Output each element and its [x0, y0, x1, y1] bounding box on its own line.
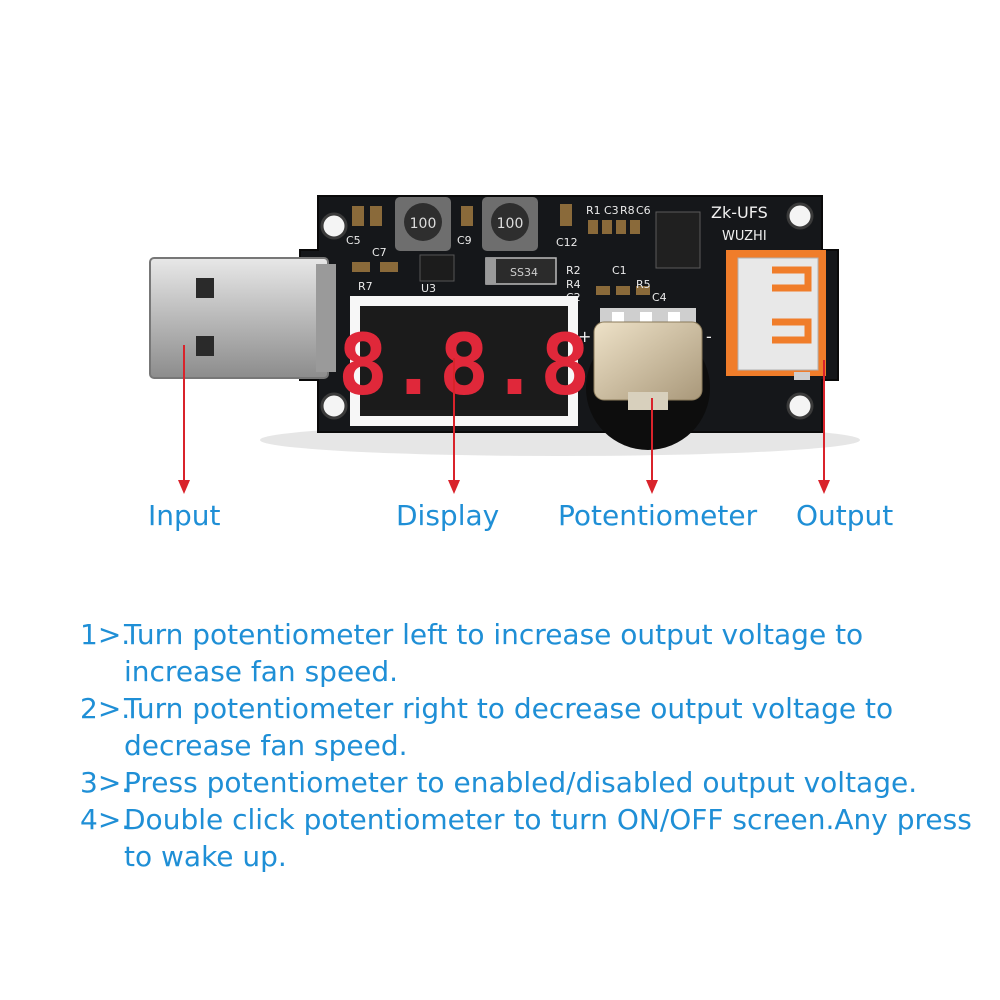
inductor-marking: 100 [497, 216, 524, 232]
svg-text:C4: C4 [652, 291, 667, 304]
regulator-chip [419, 254, 455, 282]
inductor-1: 100 [395, 197, 451, 251]
instruction-text: Press potentiometer to enabled/disabled … [124, 766, 918, 799]
silk-brand: WUZHI [722, 229, 767, 244]
label-potentiometer: Potentiometer [558, 499, 758, 532]
instruction-text: Turn potentiometer right to decrease out… [124, 692, 894, 762]
svg-text:C9: C9 [457, 234, 472, 247]
svg-text:C1: C1 [612, 264, 627, 277]
pot-minus-label: - [706, 327, 712, 346]
instruction-item: 3>. Press potentiometer to enabled/disab… [80, 764, 980, 801]
instruction-number: 2>. [80, 692, 131, 725]
svg-text:R2: R2 [566, 264, 581, 277]
svg-text:C6: C6 [636, 204, 651, 217]
silk-title: Zk-UFS [711, 203, 768, 222]
diode-ss34: SS34 [485, 257, 557, 285]
svg-text:R7: R7 [358, 280, 373, 293]
instruction-item: 2>. Turn potentiometer right to decrease… [80, 690, 980, 764]
pot-plus-label: + [578, 327, 591, 346]
instruction-number: 3>. [80, 766, 131, 799]
svg-text:R8: R8 [620, 204, 635, 217]
usb-output-port [726, 250, 826, 380]
arrow-input [178, 345, 190, 494]
instruction-item: 1>. Turn potentiometer left to increase … [80, 616, 980, 690]
instruction-text: Turn potentiometer left to increase outp… [124, 618, 864, 688]
arrow-display [448, 358, 460, 494]
svg-text:C3: C3 [604, 204, 619, 217]
svg-text:C12: C12 [556, 236, 578, 249]
svg-text:R1: R1 [586, 204, 601, 217]
svg-text:C5: C5 [346, 234, 361, 247]
label-input: Input [148, 499, 221, 532]
instructions-list: 1>. Turn potentiometer left to increase … [80, 616, 980, 875]
arrow-output [818, 360, 830, 494]
usb-input-plug [149, 257, 336, 379]
instruction-item: 4>. Double click potentiometer to turn O… [80, 801, 980, 875]
display-digits: 8.8.8 [338, 316, 591, 414]
component-labels: C5 C7 C9 C12 R7 U3 R1 C3 R8 C6 R2 C1 R4 … [346, 204, 667, 304]
arrow-potentiometer [646, 398, 658, 494]
inductor-2: 100 [482, 197, 538, 251]
potentiometer: + - [578, 308, 712, 450]
svg-text:R4: R4 [566, 278, 581, 291]
controller-chip [655, 211, 701, 269]
instruction-number: 4>. [80, 803, 131, 836]
led-display: 8.8.8 [338, 296, 591, 426]
svg-text:U3: U3 [421, 282, 436, 295]
smd-components [352, 204, 650, 295]
label-output: Output [796, 499, 894, 532]
label-display: Display [396, 499, 500, 532]
callout-arrows [178, 345, 830, 494]
instruction-text: Double click potentiometer to turn ON/OF… [124, 803, 972, 873]
mounting-holes [320, 202, 814, 420]
svg-text:R5: R5 [636, 278, 651, 291]
diode-marking: SS34 [510, 266, 538, 279]
instruction-number: 1>. [80, 618, 131, 651]
inductor-marking: 100 [410, 216, 437, 232]
svg-text:C7: C7 [372, 246, 387, 259]
